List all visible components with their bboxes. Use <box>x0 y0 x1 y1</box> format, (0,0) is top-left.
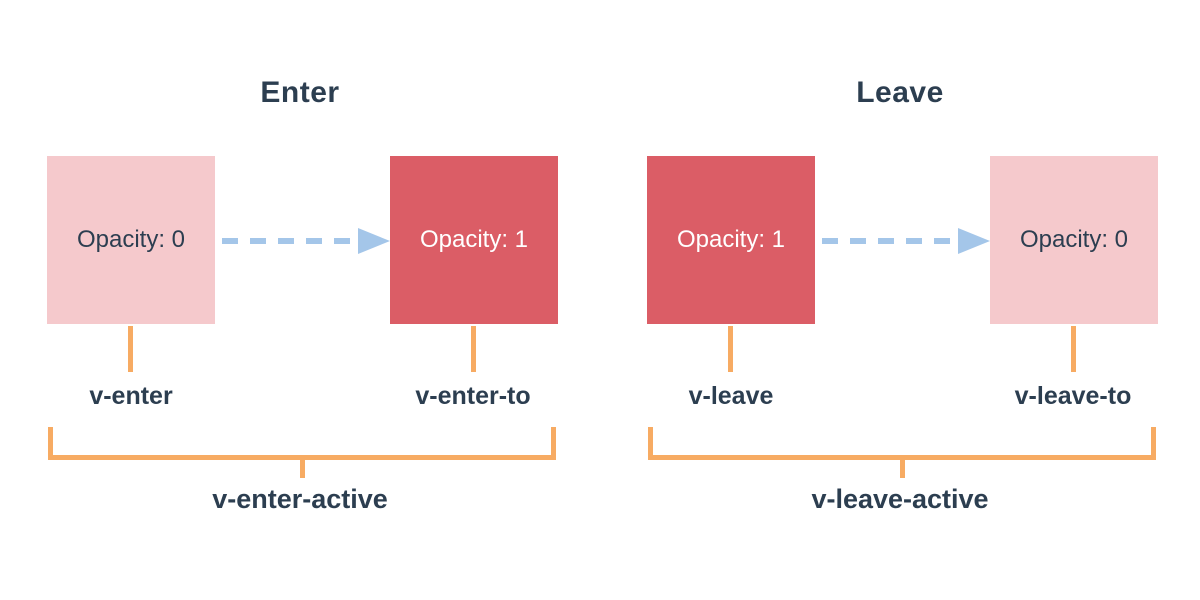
enter-transition-arrow-line <box>222 238 358 244</box>
enter-from-connector-line <box>128 326 133 372</box>
leave-to-connector-line <box>1071 326 1076 372</box>
enter-active-bracket <box>48 427 556 460</box>
leave-transition-group: Leave Opacity: 1 Opacity: 0 v-leave v-le… <box>600 0 1200 600</box>
v-leave-active-label: v-leave-active <box>811 484 989 514</box>
enter-transition-group: Enter Opacity: 0 Opacity: 1 v-enter v-en… <box>47 76 558 514</box>
v-enter-to-label: v-enter-to <box>415 382 531 410</box>
leave-active-bracket-stem <box>900 460 905 478</box>
leave-start-opacity-value: Opacity: 1 <box>676 226 786 253</box>
leave-transition-arrow-line <box>822 238 958 244</box>
v-leave-to-label: v-leave-to <box>1014 382 1132 410</box>
leave-transition-arrow-icon <box>958 228 990 254</box>
enter-to-connector-line <box>471 326 476 372</box>
enter-active-bracket-stem <box>300 460 305 478</box>
enter-end-opacity-value: Opacity: 1 <box>419 226 529 253</box>
leave-start-state-box: Opacity: 1 <box>647 156 815 324</box>
v-enter-label: v-enter <box>89 382 173 410</box>
leave-active-bracket <box>648 427 1156 460</box>
leave-title: Leave <box>856 76 944 109</box>
enter-transition-arrow-icon <box>358 228 390 254</box>
enter-title: Enter <box>260 76 340 109</box>
leave-from-connector-line <box>728 326 733 372</box>
leave-end-opacity-value: Opacity: 0 <box>1019 226 1129 253</box>
v-enter-active-label: v-enter-active <box>212 484 388 514</box>
leave-end-state-box: Opacity: 0 <box>990 156 1158 324</box>
v-leave-label: v-leave <box>688 382 774 410</box>
enter-end-state-box: Opacity: 1 <box>390 156 558 324</box>
enter-start-opacity-value: Opacity: 0 <box>76 226 186 253</box>
enter-start-state-box: Opacity: 0 <box>47 156 215 324</box>
